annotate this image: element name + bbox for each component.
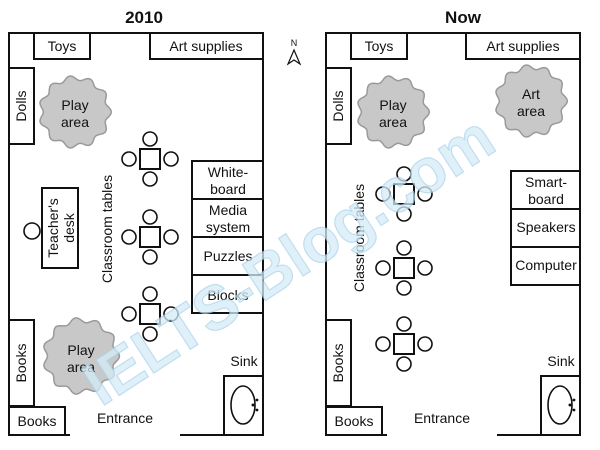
svg-text:Books: Books — [18, 413, 57, 429]
svg-text:area: area — [517, 103, 545, 119]
svg-text:Play: Play — [67, 342, 94, 358]
svg-text:Smart-: Smart- — [525, 174, 567, 190]
svg-text:White-: White- — [208, 164, 249, 180]
plan-title: Now — [445, 8, 482, 27]
svg-text:Puzzles: Puzzles — [203, 248, 252, 264]
svg-text:Computer: Computer — [515, 257, 577, 273]
svg-text:Books: Books — [13, 344, 29, 383]
svg-text:Books: Books — [330, 344, 346, 383]
art-area: Art area — [495, 64, 569, 138]
dolls-box: Dolls — [325, 67, 352, 145]
books-bottom-box: Books — [325, 406, 383, 436]
puzzles-box: Puzzles — [191, 236, 264, 276]
svg-text:area: area — [379, 114, 407, 130]
svg-text:board: board — [210, 181, 246, 197]
toys-box: Toys — [33, 32, 91, 60]
teachers-desk: Teacher's desk — [23, 187, 79, 269]
entrance-gap — [387, 430, 497, 438]
toys-box: Toys — [350, 32, 408, 60]
whiteboard-box: White- board — [191, 160, 264, 200]
watermark: IELTS-Blog.com — [71, 103, 506, 419]
svg-text:Media: Media — [209, 202, 247, 218]
north-arrow-icon: N — [286, 38, 302, 66]
play-area-bottom: Play area — [43, 317, 121, 395]
svg-text:Books: Books — [335, 413, 374, 429]
dolls-box: Dolls — [8, 67, 35, 145]
books-side-box: Books — [325, 319, 352, 407]
svg-text:Art: Art — [522, 86, 540, 102]
art-supplies-box: Art supplies — [149, 32, 264, 60]
play-area-shape — [43, 317, 121, 395]
svg-text:desk: desk — [61, 212, 77, 243]
media-system-box: Media system — [191, 198, 264, 238]
plan-now: Now Toys Art supplies Dolls Play area Ar… — [325, 8, 581, 438]
svg-text:system: system — [206, 219, 250, 235]
svg-text:Dolls: Dolls — [13, 90, 29, 121]
entrance-label: Entrance — [414, 410, 470, 426]
table-group — [121, 209, 179, 265]
svg-text:Teacher's: Teacher's — [45, 198, 61, 257]
art-area-shape — [495, 64, 569, 138]
table-group — [375, 240, 433, 296]
classroom-tables-label: Classroom tables — [351, 184, 367, 292]
svg-text:N: N — [291, 38, 298, 48]
table-group — [375, 166, 433, 222]
entrance-gap — [70, 430, 180, 438]
smartboard-box: Smart- board — [510, 170, 581, 210]
table-group — [121, 131, 179, 187]
plan-title: 2010 — [125, 8, 163, 27]
play-area-top: Play area — [39, 75, 113, 149]
books-side-box: Books — [8, 319, 35, 407]
svg-text:Toys: Toys — [48, 38, 77, 54]
svg-text:Play: Play — [379, 97, 406, 113]
speakers-box: Speakers — [510, 208, 581, 248]
computer-box: Computer — [510, 246, 581, 286]
plan-2010: 2010 Toys Art supplies Dolls Play area T… — [8, 8, 264, 438]
svg-text:Blocks: Blocks — [207, 287, 248, 303]
svg-text:area: area — [61, 114, 89, 130]
books-bottom-box: Books — [8, 406, 66, 436]
blocks-box: Blocks — [191, 274, 264, 314]
play-area: Play area — [357, 75, 431, 149]
classroom-tables-label: Classroom tables — [99, 175, 115, 283]
svg-text:area: area — [67, 359, 95, 375]
entrance-label: Entrance — [97, 410, 153, 426]
sink-label: Sink — [230, 353, 258, 369]
svg-text:Speakers: Speakers — [516, 219, 575, 235]
sink-label: Sink — [547, 353, 575, 369]
svg-text:Dolls: Dolls — [330, 90, 346, 121]
teacher-chair — [23, 222, 41, 240]
svg-text:Play: Play — [61, 97, 88, 113]
sink — [540, 375, 581, 436]
svg-text:board: board — [528, 191, 564, 207]
art-supplies-box: Art supplies — [465, 32, 581, 60]
table-group — [121, 286, 179, 342]
play-area-shape — [357, 75, 431, 149]
svg-text:Toys: Toys — [365, 38, 394, 54]
play-area-shape — [39, 75, 113, 149]
table-group — [375, 316, 433, 372]
svg-text:Art supplies: Art supplies — [486, 38, 559, 54]
sink — [223, 375, 264, 436]
svg-text:Art supplies: Art supplies — [169, 38, 242, 54]
